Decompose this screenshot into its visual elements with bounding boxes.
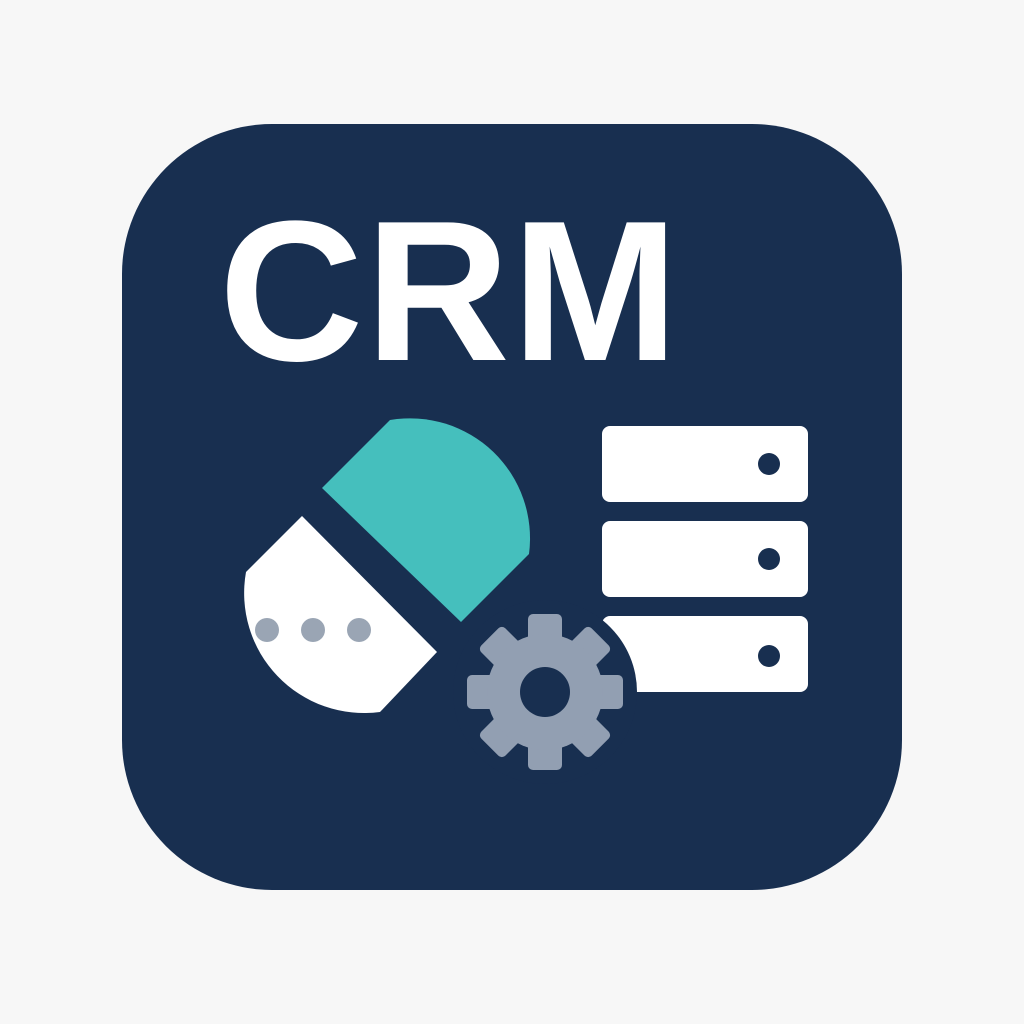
app-icon-title: CRM [219,180,681,403]
chat-bubble-icon [244,516,437,714]
capsule-icon [322,418,531,622]
server-unit-2 [602,521,808,597]
server-unit-1 [602,426,808,502]
gear-icon [453,600,637,784]
chat-dot-3 [347,618,371,642]
server-led-3 [758,645,780,667]
chat-dot-1 [255,618,279,642]
server-stack-icon [602,426,808,692]
chat-dot-2 [301,618,325,642]
chat-bubble-shape [244,516,437,714]
server-led-1 [758,453,780,475]
server-unit-3 [602,616,808,692]
server-led-2 [758,548,780,570]
gear-hole [520,667,570,717]
capsule-teal-half [322,418,531,622]
